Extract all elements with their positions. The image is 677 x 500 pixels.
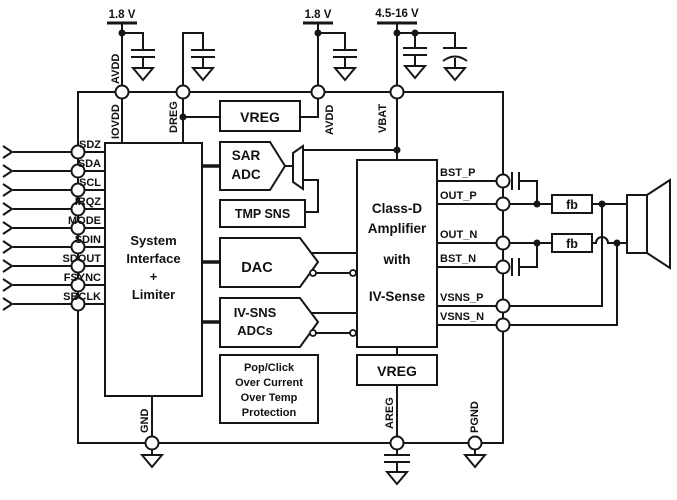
dreg-label: DREG — [168, 101, 180, 133]
fb-bottom-block: fb — [551, 233, 593, 253]
dac-block: DAC — [219, 237, 320, 288]
top-pin-labels: AVDD IOVDD DREG AVDD VBAT — [110, 54, 389, 139]
pin-dreg — [175, 84, 191, 100]
pin-irqz — [70, 201, 86, 217]
vsns-n-label: VSNS_N — [440, 311, 484, 323]
tmp-sns-label: TMP SNS — [235, 207, 290, 221]
junction-dots — [118, 29, 621, 247]
feedback-node-circles — [309, 269, 357, 337]
protection-label-line1: Pop/Click — [244, 362, 295, 374]
protection-label-line2: Over Current — [235, 377, 303, 389]
sdz-label: SDZ — [79, 139, 101, 151]
system-interface-block: System Interface + Limiter — [104, 142, 203, 397]
system-interface-label-line2: Interface — [126, 251, 180, 266]
signal-entry-chevrons — [2, 145, 14, 311]
pin-gnd — [144, 435, 160, 451]
supply-1v8-left-label: 1.8 V — [109, 9, 136, 21]
irqz-label: IRQZ — [75, 196, 102, 208]
class-d-label-line4: IV-Sense — [369, 289, 426, 304]
class-d-label-line3: with — [383, 252, 411, 267]
system-interface-label-line1: System — [130, 233, 176, 248]
protection-block: Pop/Click Over Current Over Temp Protect… — [219, 354, 319, 424]
vreg-bottom-label: VREG — [377, 363, 417, 379]
pin-pgnd — [467, 435, 483, 451]
speaker-icon — [626, 178, 671, 270]
pin-areg — [389, 435, 405, 451]
pin-fsync — [70, 277, 86, 293]
sar-adc-block: SAR ADC — [219, 141, 287, 191]
out-n-label: OUT_N — [440, 229, 477, 241]
iv-sns-label-line2: ADCs — [237, 323, 272, 338]
iovdd-label: IOVDD — [110, 104, 122, 139]
tmp-sns-block: TMP SNS — [219, 199, 306, 228]
pin-mode — [70, 220, 86, 236]
fb-bottom-label: fb — [566, 237, 578, 251]
avdd-outer-label: AVDD — [110, 54, 122, 84]
class-d-label-line1: Class-D — [372, 201, 423, 216]
pin-vsns-n — [495, 317, 511, 333]
vsns-p-label: VSNS_P — [440, 292, 483, 304]
vbat-label: VBAT — [377, 104, 389, 133]
supply-labels: 1.8 V 1.8 V 4.5-16 V — [109, 8, 419, 21]
fb-top-label: fb — [566, 198, 578, 212]
system-interface-label-line3: + — [150, 269, 158, 284]
vreg-bottom-block: VREG — [356, 354, 438, 386]
protection-label-line4: Protection — [242, 407, 297, 419]
sdout-label: SDOUT — [63, 253, 102, 265]
pin-bst-n — [495, 259, 511, 275]
iv-sns-label-line1: IV-SNS — [234, 305, 277, 320]
out-p-label: OUT_P — [440, 190, 477, 202]
pin-out-p — [495, 196, 511, 212]
pin-iovdd — [114, 84, 130, 100]
pin-vsns-p — [495, 298, 511, 314]
pin-scl — [70, 182, 86, 198]
pgnd-label: PGND — [469, 401, 481, 433]
avdd-label: AVDD — [324, 105, 336, 135]
pin-bst-p — [495, 173, 511, 189]
pin-sdin — [70, 239, 86, 255]
pin-circles — [70, 84, 511, 451]
areg-label: AREG — [384, 397, 396, 429]
gnd-label: GND — [139, 409, 151, 434]
sbclk-label: SBCLK — [63, 291, 101, 303]
supply-1v8-right-label: 1.8 V — [305, 9, 332, 21]
sar-adc-label-line2: ADC — [231, 167, 260, 182]
pin-sbclk — [70, 296, 86, 312]
system-interface-label-line4: Limiter — [132, 287, 175, 302]
class-d-label-line2: Amplifier — [368, 221, 427, 236]
pin-out-n — [495, 235, 511, 251]
scl-label: SCL — [79, 177, 101, 189]
adc-input-mux — [292, 144, 304, 191]
pin-sdz — [70, 144, 86, 160]
protection-label-line3: Over Temp — [241, 392, 298, 404]
sda-label: SDA — [78, 158, 101, 170]
left-pin-labels: SDZ SDA SCL IRQZ MODE SDIN SDOUT FSYNC S… — [63, 139, 102, 303]
pin-vbat — [389, 84, 405, 100]
dac-label: DAC — [241, 260, 273, 276]
bst-n-label: BST_N — [440, 253, 476, 265]
right-pin-labels: BST_P OUT_P OUT_N BST_N VSNS_P VSNS_N — [440, 167, 484, 323]
sar-adc-label-line1: SAR — [232, 148, 261, 163]
pin-avdd — [310, 84, 326, 100]
sdin-label: SDIN — [75, 234, 101, 246]
fb-top-block: fb — [551, 194, 593, 214]
vreg-top-label: VREG — [240, 109, 280, 125]
iv-sns-adcs-block: IV-SNS ADCs — [219, 297, 320, 348]
bottom-pin-labels: GND AREG PGND — [139, 397, 481, 433]
vreg-top-block: VREG — [219, 100, 301, 132]
pin-sdout — [70, 258, 86, 274]
pin-sda — [70, 163, 86, 179]
supply-vbat-label: 4.5-16 V — [375, 8, 419, 20]
class-d-amplifier-block: Class-D Amplifier with IV-Sense — [356, 159, 438, 348]
bst-p-label: BST_P — [440, 167, 475, 179]
mode-label: MODE — [68, 215, 101, 227]
fsync-label: FSYNC — [64, 272, 101, 284]
